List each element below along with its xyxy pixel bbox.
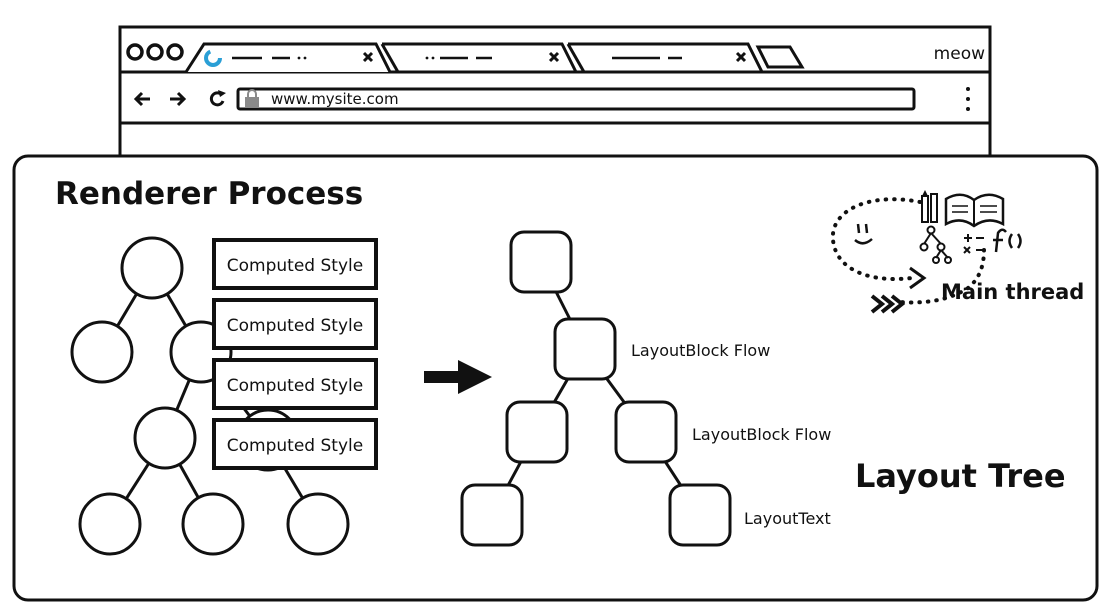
layout-node-label: LayoutText bbox=[744, 509, 831, 528]
window-controls[interactable] bbox=[126, 43, 184, 61]
computed-style-label: Computed Style bbox=[227, 436, 363, 456]
loop-arrowhead bbox=[909, 266, 927, 290]
tab-1[interactable] bbox=[184, 42, 392, 73]
layout-node bbox=[553, 317, 617, 381]
computed-style-label: Computed Style bbox=[227, 316, 363, 336]
tab-close-icon[interactable] bbox=[362, 51, 374, 63]
main-thread-label: Main thread bbox=[941, 280, 1084, 304]
url-text: www.mysite.com bbox=[271, 90, 399, 108]
layout-node bbox=[614, 400, 678, 464]
layout-tree bbox=[460, 230, 732, 547]
maximize-window-icon[interactable] bbox=[166, 43, 184, 61]
tab-3[interactable] bbox=[566, 42, 764, 73]
browser-brand: meow bbox=[934, 44, 985, 64]
computed-style-label: Computed Style bbox=[227, 256, 363, 276]
layout-tree-title: Layout Tree bbox=[855, 457, 1066, 495]
dom-node bbox=[78, 492, 142, 556]
menu-icon[interactable] bbox=[966, 87, 970, 111]
layout-node bbox=[509, 230, 573, 294]
lock-icon bbox=[245, 89, 259, 107]
function-icon bbox=[993, 228, 1022, 253]
address-bar[interactable] bbox=[236, 87, 916, 111]
book-icon bbox=[944, 193, 1005, 228]
dom-node bbox=[181, 492, 245, 556]
chevrons-icon bbox=[870, 294, 906, 314]
computed-style-box bbox=[212, 358, 378, 410]
layout-node-label: LayoutBlock Flow bbox=[692, 425, 831, 444]
computed-style-box bbox=[212, 298, 378, 350]
main-thread-illustration bbox=[830, 190, 1022, 314]
forward-icon[interactable] bbox=[170, 91, 187, 107]
computed-style-box bbox=[212, 418, 378, 470]
tab-2[interactable] bbox=[380, 42, 578, 73]
browser-window: meow www.mysite.com bbox=[118, 25, 992, 169]
close-window-icon[interactable] bbox=[126, 43, 144, 61]
tree-icon bbox=[919, 225, 952, 264]
dom-node bbox=[70, 320, 134, 384]
dom-node bbox=[286, 492, 350, 556]
layout-node-label: LayoutBlock Flow bbox=[631, 341, 770, 360]
reload-icon[interactable] bbox=[209, 90, 226, 107]
tab-close-icon[interactable] bbox=[735, 51, 747, 63]
computed-style-label: Computed Style bbox=[227, 376, 363, 396]
layout-node bbox=[668, 483, 732, 547]
new-tab-button[interactable] bbox=[755, 45, 805, 69]
tab-close-icon[interactable] bbox=[548, 51, 560, 63]
back-icon[interactable] bbox=[133, 91, 150, 107]
layout-node bbox=[505, 400, 569, 464]
math-symbols-icon bbox=[963, 234, 984, 254]
dom-node bbox=[120, 236, 184, 300]
layout-node bbox=[460, 483, 524, 547]
computed-style-box bbox=[212, 238, 378, 290]
dom-node bbox=[133, 406, 197, 470]
minimize-window-icon[interactable] bbox=[146, 43, 164, 61]
loading-spinner-icon bbox=[204, 49, 222, 67]
pencils-icon bbox=[921, 190, 938, 223]
transform-arrow bbox=[424, 360, 492, 394]
smiley-icon bbox=[854, 223, 873, 245]
renderer-process-title: Renderer Process bbox=[55, 176, 363, 212]
computed-style-list: Computed Style Computed Style Computed S… bbox=[212, 238, 378, 470]
